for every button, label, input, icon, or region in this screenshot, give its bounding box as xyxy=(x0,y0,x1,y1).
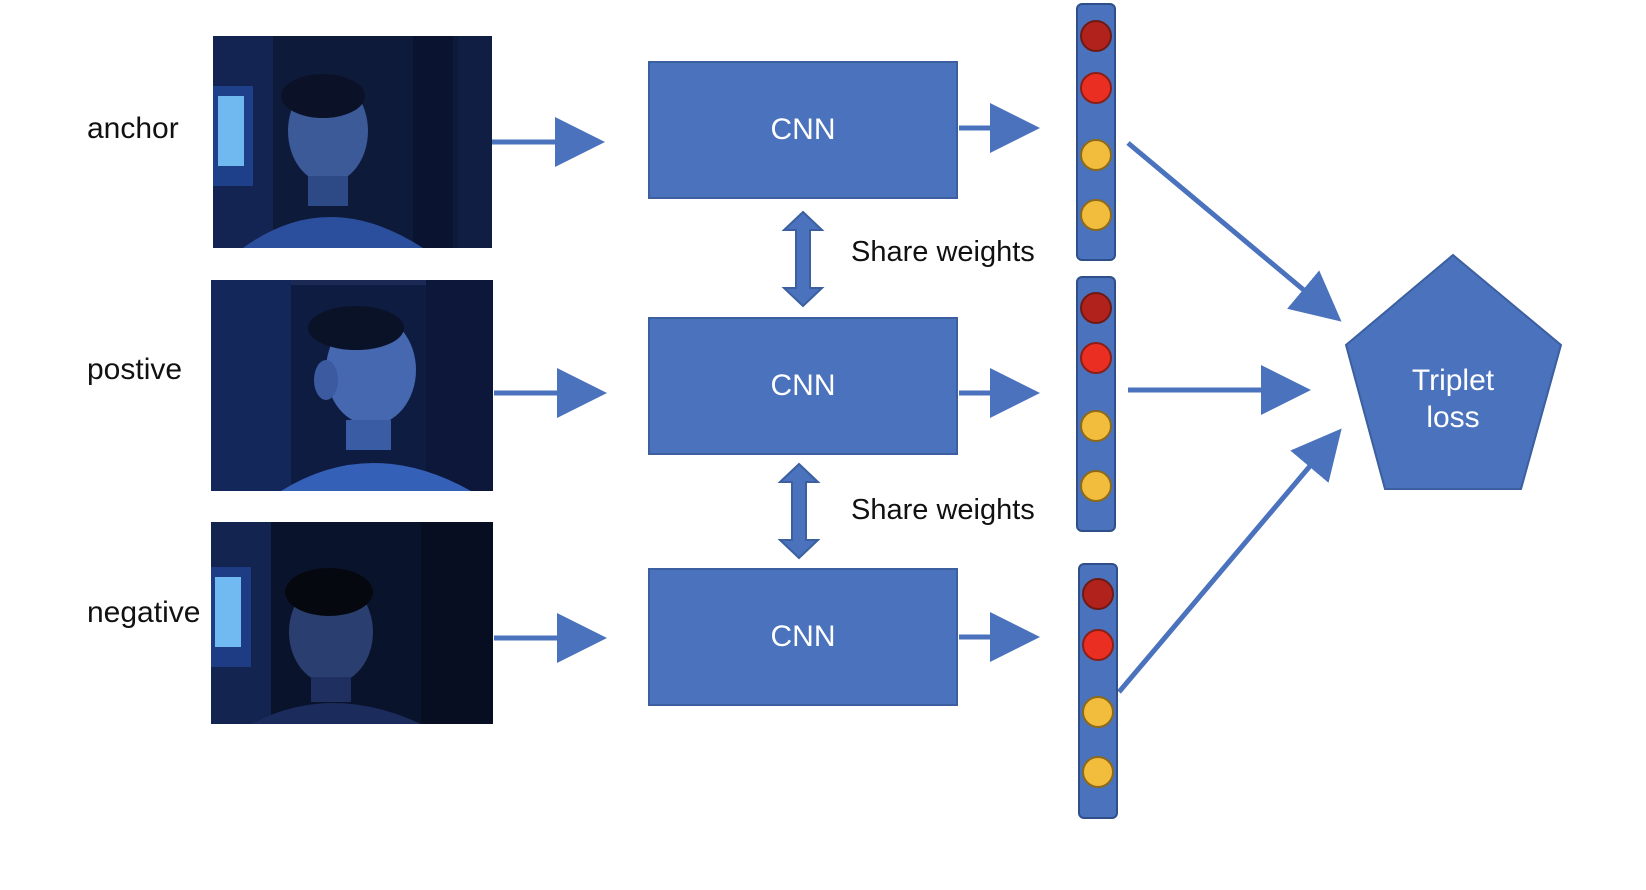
embedding-node xyxy=(1082,756,1114,788)
anchor-label: anchor xyxy=(87,112,179,145)
cnn-label: CNN xyxy=(770,369,836,402)
anchor-embedding-vector xyxy=(1076,3,1116,261)
cnn-box-positive: CNN xyxy=(648,317,958,455)
share-weights-arrow-2 xyxy=(777,462,821,560)
negative-embedding-vector xyxy=(1078,563,1118,819)
negative-label: negative xyxy=(87,596,201,629)
arrow-negative-embedding-to-loss xyxy=(1117,428,1342,694)
embedding-node xyxy=(1082,696,1114,728)
share-weights-label-2: Share weights xyxy=(851,494,1035,526)
share-weights-label-1: Share weights xyxy=(851,236,1035,268)
embedding-node xyxy=(1080,139,1112,171)
positive-face-image xyxy=(211,280,493,491)
embedding-node xyxy=(1080,410,1112,442)
embedding-node xyxy=(1080,342,1112,374)
negative-face-image xyxy=(211,522,493,724)
triplet-loss-label: Triplet loss xyxy=(1383,362,1523,436)
triplet-loss-line2: loss xyxy=(1426,401,1480,434)
positive-label: postive xyxy=(87,353,183,386)
embedding-node xyxy=(1080,292,1112,324)
anchor-face-image xyxy=(213,36,492,248)
cnn-box-negative: CNN xyxy=(648,568,958,706)
embedding-node xyxy=(1082,629,1114,661)
triplet-loss-pentagon xyxy=(1344,253,1563,490)
embedding-node xyxy=(1080,199,1112,231)
embedding-node xyxy=(1080,20,1112,52)
arrow-anchor-embedding-to-loss xyxy=(1126,141,1342,322)
embedding-node xyxy=(1080,470,1112,502)
share-weights-arrow-1 xyxy=(781,210,825,308)
embedding-node xyxy=(1082,578,1114,610)
cnn-box-anchor: CNN xyxy=(648,61,958,199)
positive-embedding-vector xyxy=(1076,276,1116,532)
cnn-label: CNN xyxy=(770,113,836,146)
embedding-node xyxy=(1080,72,1112,104)
cnn-label: CNN xyxy=(770,620,836,653)
triplet-loss-line1: Triplet xyxy=(1411,364,1495,397)
